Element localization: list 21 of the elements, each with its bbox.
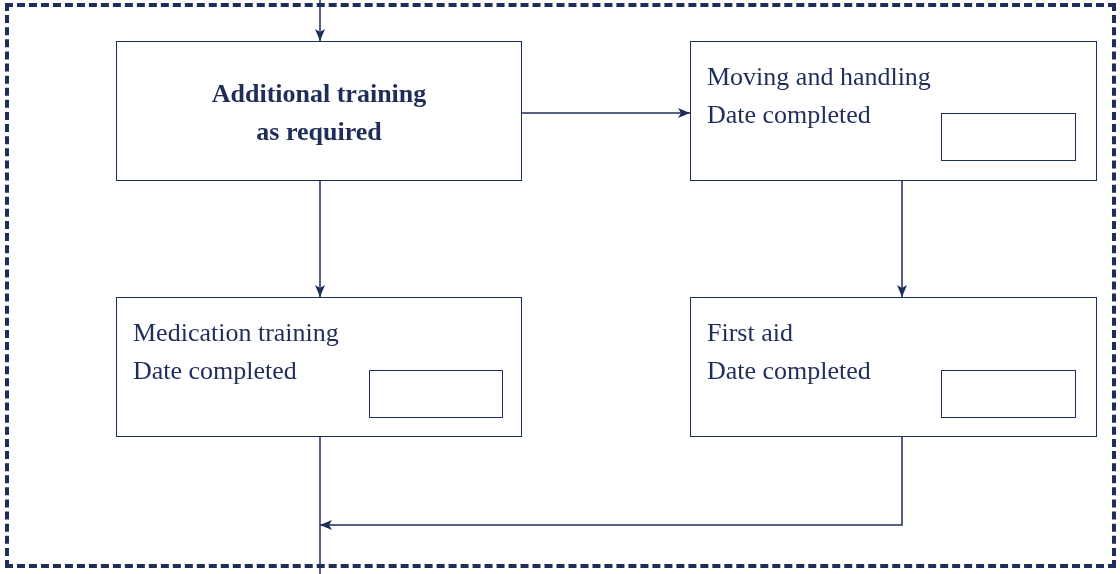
date-field <box>940 369 1076 418</box>
field-label: Date completed <box>133 355 297 387</box>
training-name: Medication training <box>133 317 339 349</box>
date-field <box>940 112 1076 161</box>
arrow <box>521 108 691 118</box>
date-field <box>368 369 503 418</box>
process-box <box>690 41 1097 181</box>
connector-line <box>319 436 321 574</box>
arrow <box>319 436 903 530</box>
field-label: Date completed <box>707 355 871 387</box>
process-box <box>116 297 522 437</box>
box-heading: Additional training as required <box>210 78 428 148</box>
arrow <box>897 180 907 298</box>
training-name: Moving and handling <box>707 61 931 93</box>
training-name: First aid <box>707 317 793 349</box>
process-box <box>116 41 522 181</box>
field-label: Date completed <box>707 99 871 131</box>
process-box <box>690 297 1097 437</box>
dashed-group-border <box>5 3 1116 568</box>
arrow <box>315 0 325 42</box>
arrow <box>315 180 325 298</box>
